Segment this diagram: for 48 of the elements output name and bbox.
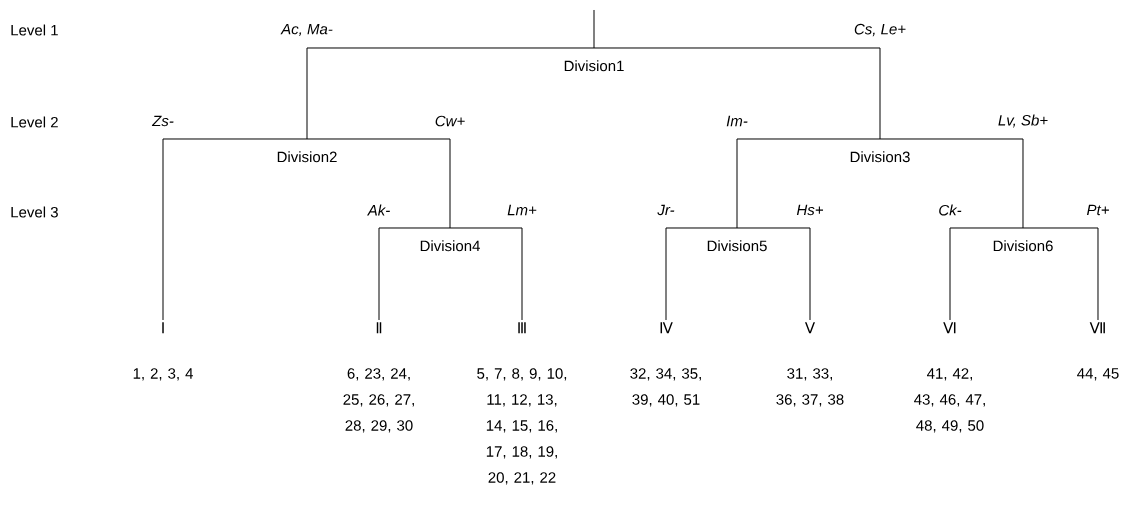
edge-label: Ak-	[367, 204, 390, 216]
branch-line	[306, 138, 451, 229]
branch-line	[879, 138, 1024, 229]
branch-line	[736, 227, 811, 321]
branch-line	[306, 47, 595, 140]
division-label: Division4	[420, 240, 480, 252]
group-numeral: Ⅴ	[805, 322, 815, 334]
edge-label: Zs-	[151, 115, 174, 127]
division-label: Division5	[707, 240, 767, 252]
edge-label: Cs, Le+	[854, 23, 906, 37]
edge-label: Cw+	[435, 115, 465, 127]
branch-line	[449, 227, 523, 321]
branch-line	[593, 47, 881, 140]
branch-line	[162, 138, 308, 321]
division-label: Division2	[277, 151, 337, 163]
division-label: Division3	[850, 151, 910, 163]
group-numeral: Ⅳ	[660, 322, 673, 334]
edge-label: Lm+	[507, 204, 537, 216]
edge-label: Lv, Sb+	[998, 114, 1048, 128]
edge-label: Jr-	[657, 204, 675, 216]
member-list: 31, 33, 36, 37, 38	[776, 368, 844, 407]
level-label: Level 1	[11, 24, 58, 36]
branch-line	[736, 138, 881, 229]
edge-label: Hs+	[796, 204, 823, 216]
edge-label: Im-	[726, 115, 748, 127]
edge-label: Pt+	[1087, 204, 1109, 216]
group-numeral: Ⅵ	[943, 322, 956, 334]
member-list: 6, 23, 24, 25, 26, 27, 28, 29, 30	[343, 368, 414, 433]
member-list: 32, 34, 35, 39, 40, 51	[630, 368, 701, 407]
level-label: Level 2	[11, 116, 58, 128]
division-label: Division6	[993, 240, 1053, 252]
branch-line	[949, 227, 1024, 321]
level-label: Level 3	[11, 206, 58, 218]
group-numeral: Ⅱ	[376, 322, 382, 334]
division-label: Division1	[564, 60, 624, 72]
member-list: 1, 2, 3, 4	[133, 368, 193, 381]
edge-label: Ck-	[939, 204, 962, 216]
stem-line	[593, 9, 595, 49]
member-list: 41, 42, 43, 46, 47, 48, 49, 50	[914, 368, 985, 433]
group-numeral: Ⅶ	[1089, 322, 1105, 334]
branch-line	[378, 227, 451, 321]
group-numeral: Ⅲ	[518, 322, 526, 334]
member-list: 44, 45	[1077, 368, 1119, 381]
edge-label: Ac, Ma-	[280, 23, 333, 37]
branch-line	[665, 227, 738, 321]
group-numeral: Ⅰ	[162, 322, 164, 334]
branch-line	[1022, 227, 1099, 321]
member-list: 5, 7, 8, 9, 10, 11, 12, 13, 14, 15, 16, 17, 18, 19, 20, 21, 22	[477, 368, 567, 485]
